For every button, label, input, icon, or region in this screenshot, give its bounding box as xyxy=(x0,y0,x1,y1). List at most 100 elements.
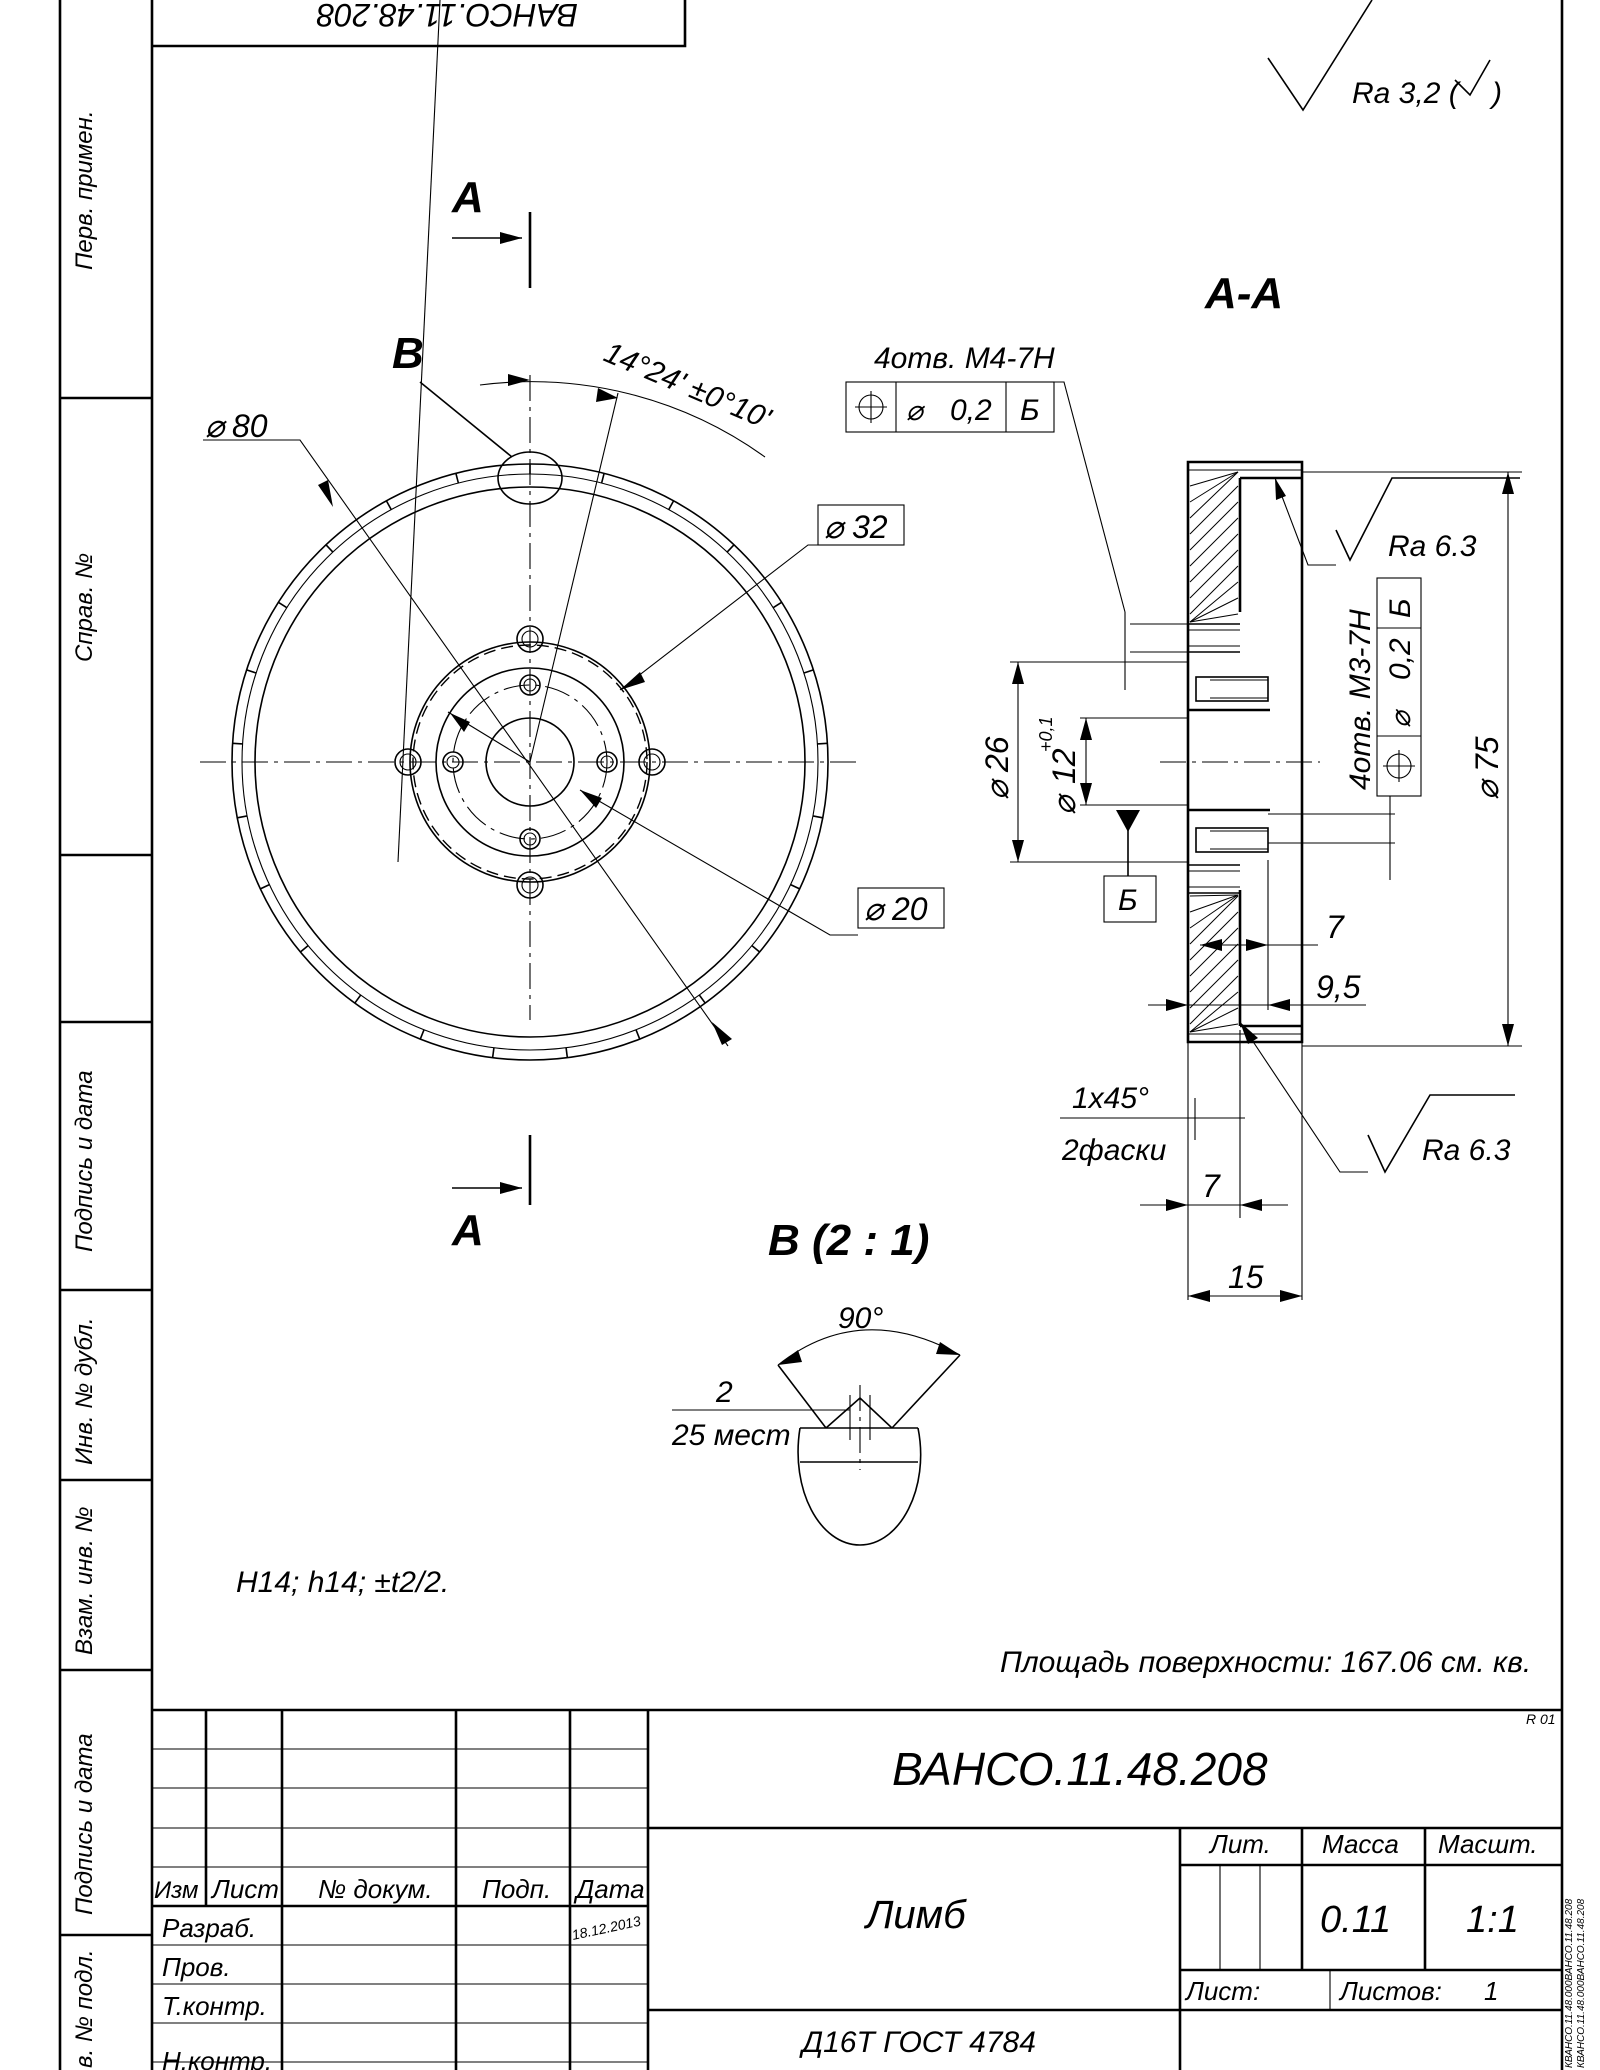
detail-b: В (2 : 1) 90° 2 25 мест xyxy=(671,1216,961,1546)
knurl-notch xyxy=(455,473,460,484)
tb-col-izm: Изм xyxy=(154,1877,199,1904)
face-circle xyxy=(254,486,806,1038)
tb-date: 18.12.2013 xyxy=(570,1913,642,1943)
m3-tol-value: 0,2 xyxy=(1384,638,1417,680)
knurl-notch xyxy=(726,544,735,553)
dim-d75: 75 xyxy=(1469,736,1505,772)
area-note: Площадь поверхности: 167.06 см. кв. xyxy=(1000,1646,1531,1679)
section-hole-m3-top xyxy=(1195,676,1269,702)
knurl-notch xyxy=(772,601,783,609)
dim-9-5: 9,5 xyxy=(1316,969,1361,1005)
tolerance-note: H14; h14; ±t2/2. xyxy=(236,1566,449,1599)
hatch-line xyxy=(1189,927,1239,977)
dim-angle: 14°24' ±0°10' xyxy=(599,336,776,436)
tb-designation: ВАНСО.11.48.208 xyxy=(892,1743,1268,1795)
hole-m3-right xyxy=(596,751,618,773)
roughness-general-text: Ra 3,2 ( xyxy=(1352,77,1462,110)
knurl-notch xyxy=(237,815,248,819)
detail-count: 25 мест xyxy=(671,1419,791,1452)
m4-tol-diam: ⌀ xyxy=(906,395,926,426)
knurl-notch xyxy=(790,883,800,890)
detail-depth: 2 xyxy=(715,1376,733,1409)
knurl-notch xyxy=(668,500,675,511)
tb-mass-label: Масса xyxy=(1322,1829,1399,1859)
knurl-notch xyxy=(817,742,828,745)
tb-side-code-2: КВАНСО.11.48.000ВАНСО.11.48.208 xyxy=(1576,1898,1587,2068)
tb-row-dev: Разраб. xyxy=(162,1913,256,1943)
hatch-line xyxy=(1189,549,1239,599)
dim-d20-sym: ⌀ xyxy=(864,891,886,927)
knurl-notch xyxy=(812,815,823,819)
position-tol-icon-2 xyxy=(1383,750,1415,782)
section-a-top: А xyxy=(451,173,484,222)
tb-col-date: Дата xyxy=(573,1874,645,1904)
hole-m3-left xyxy=(442,751,464,773)
section-hole-m4-top xyxy=(1188,623,1240,653)
knurl-notch xyxy=(232,742,243,745)
hole-m4-left xyxy=(394,748,422,776)
section-hatch xyxy=(1189,471,1239,1033)
dim-d26-sym: ⌀ xyxy=(979,778,1015,800)
knurl-notch xyxy=(325,544,334,553)
hatch-line xyxy=(1189,911,1239,961)
hole-m4-right xyxy=(638,748,666,776)
knurl-notches xyxy=(232,464,828,1058)
hatch-line xyxy=(1189,1023,1239,1033)
chamfer-count: 2фаски xyxy=(1061,1134,1167,1167)
section-title: А-А xyxy=(1204,269,1283,318)
side-label-sprav: Справ. № xyxy=(71,553,98,662)
knurl-notch xyxy=(698,994,706,1004)
knurl-notch xyxy=(635,1029,641,1040)
main-view: В А А 14°24' ±0°10' ⌀ 80 ⌀ 32 ⌀ 20 xyxy=(200,0,945,1255)
top-stamp: ВАНСО.11.48.208 xyxy=(152,0,687,48)
tb-row-check: Пров. xyxy=(162,1952,231,1982)
tb-sheet-label: Лист: xyxy=(1184,1976,1260,2006)
hatch-line xyxy=(1189,471,1239,503)
hole-m3-bottom xyxy=(519,828,541,850)
roughness-general-close: ) xyxy=(1489,77,1502,110)
tb-lit: Лит. xyxy=(1208,1829,1271,1859)
section-hole-m3-bottom xyxy=(1195,827,1269,853)
detail-b-marker xyxy=(497,451,563,505)
title-block: R 01 ВАНСО.11.48.208 Лимб Д16Т ГОСТ 4784… xyxy=(152,1708,1587,2070)
circle-d12 xyxy=(485,717,575,807)
tb-mass: 0.11 xyxy=(1320,1899,1391,1941)
hatch-line xyxy=(1189,565,1239,615)
dim-d12-tol: +0,1 xyxy=(1036,716,1056,752)
roughness-sec1: Ra 6.3 xyxy=(1388,530,1477,563)
section-hole-m4-bottom xyxy=(1188,864,1240,894)
position-tol-icon xyxy=(855,391,887,423)
circle-bolt-dashed xyxy=(412,644,648,880)
side-label-perv: Перв. примен. xyxy=(71,110,98,270)
top-stamp-text: ВАНСО.11.48.208 xyxy=(317,0,578,33)
side-label-inv-dubl: Инв. № дубл. xyxy=(71,1317,98,1465)
knurl-notch xyxy=(299,944,309,953)
hatch-line xyxy=(1189,471,1239,519)
knurl-notch xyxy=(419,1029,425,1040)
hatch-line xyxy=(1189,581,1239,623)
hatch-line xyxy=(1189,894,1239,897)
hatch-line xyxy=(1189,959,1239,1009)
chamfer-note: 1x45° xyxy=(1072,1082,1149,1115)
roughness-sec2: Ra 6.3 xyxy=(1422,1134,1511,1167)
knurl-notch xyxy=(277,601,288,609)
section-a-bottom: А xyxy=(451,1206,484,1255)
hatch-line xyxy=(1189,485,1239,535)
datum-b: Б xyxy=(1118,884,1138,917)
section-a-a: А-А 4отв. М4-7Н xyxy=(845,269,1522,1302)
knurl-notch xyxy=(491,1047,495,1058)
tb-row-ncheck: Н.контр. xyxy=(162,2046,272,2070)
hatch-line xyxy=(1189,975,1239,1025)
m3-callout: 4отв. М3-7Н xyxy=(1344,609,1377,790)
hatch-line xyxy=(1189,1007,1239,1033)
tb-scale: 1:1 xyxy=(1466,1899,1519,1941)
hatch-line xyxy=(1189,471,1239,487)
tb-scale-label: Масшт. xyxy=(1438,1829,1538,1859)
tb-col-list: Лист xyxy=(210,1874,279,1904)
dim-d80-sym: ⌀ xyxy=(205,408,227,444)
tb-side-code-1: КВАНСО.11.48.000ВАНСО.11.48.208 xyxy=(1564,1898,1575,2068)
tb-material: Д16Т ГОСТ 4784 xyxy=(799,2026,1036,2059)
hatch-line xyxy=(1189,895,1239,945)
m3-tol-diam: ⌀ xyxy=(1385,708,1416,728)
